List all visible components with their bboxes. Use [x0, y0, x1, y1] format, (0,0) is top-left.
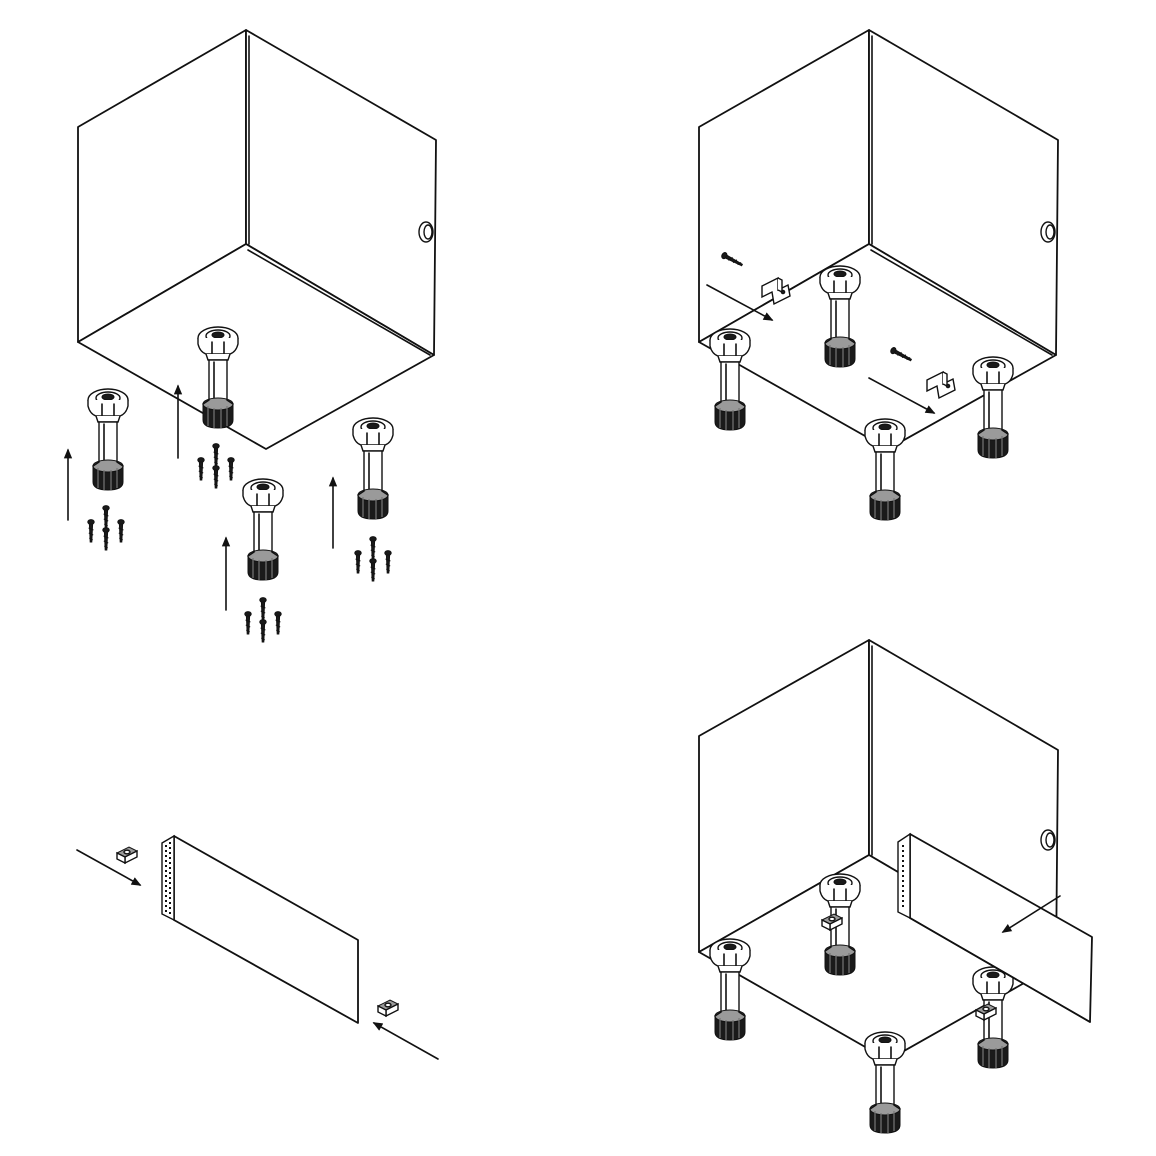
plinth-edge — [161, 834, 175, 922]
screws-icon — [355, 537, 391, 589]
door-knob-icon — [418, 221, 434, 243]
arrow-icon — [76, 849, 142, 886]
step-fit-plinth-clips — [698, 29, 1059, 521]
leg-icon — [709, 938, 751, 1041]
screws-icon — [245, 598, 281, 650]
leg-icon — [709, 328, 751, 431]
step-fit-plinth-ends — [76, 834, 439, 1060]
door-knob-icon — [1040, 829, 1056, 851]
leg-icon — [972, 356, 1014, 459]
arrow-icon — [868, 377, 936, 414]
leg-icon — [242, 478, 284, 581]
door-knob-icon — [1040, 221, 1056, 243]
plinth-clip-icon — [377, 999, 399, 1017]
arrow-icon — [1001, 895, 1061, 933]
leg-icon — [864, 418, 906, 521]
leg-icon — [87, 388, 129, 491]
leg-icon — [352, 417, 394, 520]
plinth-edge-grooves — [165, 842, 171, 916]
step-fit-legs — [63, 29, 437, 650]
arrow-icon — [706, 284, 774, 321]
plinth-board — [173, 835, 359, 1024]
plinth-clip-icon — [116, 846, 138, 864]
screws-icon — [198, 444, 234, 496]
arrow-icon — [372, 1022, 439, 1060]
leg-icon — [864, 1031, 906, 1134]
screws-icon — [88, 506, 124, 558]
step-attach-plinth — [698, 639, 1093, 1134]
